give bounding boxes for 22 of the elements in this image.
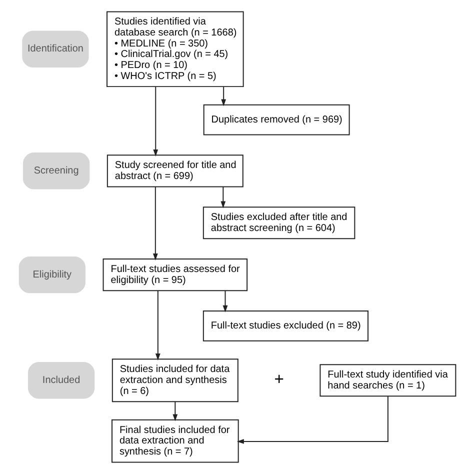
arrow — [236, 396, 388, 444]
node-box: Studies identified via database search (n = 1668) • MEDLINE (n = 350) • ClinicalTrial.gov (n = 45) • PEDro (n = 10) • WHO's ICTRP (n = 5) — [106, 11, 244, 88]
node-box: Duplicates removed (n = 969) — [202, 104, 350, 136]
node-box: Studies excluded after title and abstract screening (n = 604) — [202, 206, 355, 240]
node-box: Eligibility — [18, 256, 85, 294]
arrow — [154, 290, 160, 360]
node-box: Screening — [22, 152, 90, 190]
node-box: Identification — [22, 30, 88, 68]
node-box: Included — [27, 362, 94, 399]
arrow — [220, 86, 226, 106]
arrow — [222, 290, 228, 312]
label: + — [274, 370, 284, 389]
node-box: Studies included for data extraction and synthesis (n = 6) — [111, 358, 238, 402]
node-box: Final studies included for data extraction and synthesis (n = 7) — [111, 419, 238, 463]
node-box: Study screened for title and abstract (n = 699) — [106, 154, 243, 188]
node-box: Full-text study identified via hand searches (n = 1) — [319, 364, 456, 397]
arrow — [152, 86, 158, 156]
arrow — [220, 186, 226, 208]
arrow — [172, 401, 178, 422]
node-box: Full-text studies excluded (n = 89) — [202, 310, 368, 342]
node-box: Full-text studies assessed for eligibility (n = 95) — [102, 258, 248, 292]
arrow — [152, 186, 158, 260]
